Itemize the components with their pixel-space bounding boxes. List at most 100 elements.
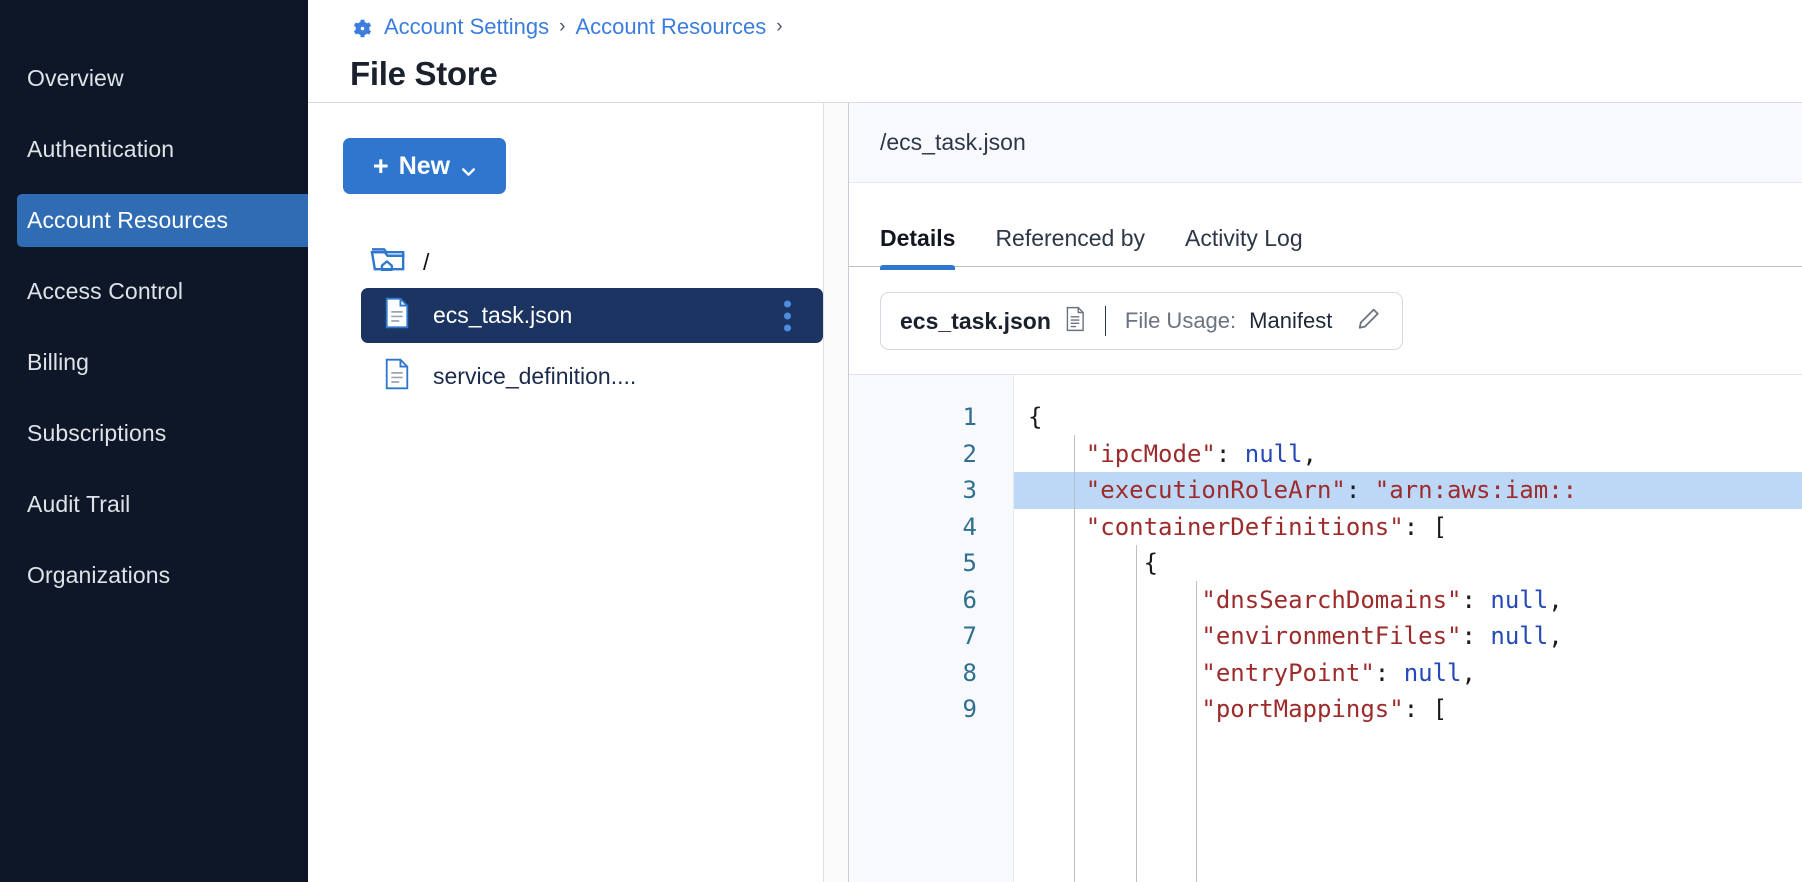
code-line[interactable]: "entryPoint": null,	[1014, 655, 1802, 692]
code-token: {	[1143, 549, 1159, 577]
code-line-number: 5	[962, 549, 977, 577]
file-name: service_definition....	[433, 363, 637, 389]
folder-home-icon	[369, 243, 409, 282]
detail-tabs: Details Referenced by Activity Log	[849, 183, 1802, 270]
code-line-number: 2	[962, 439, 977, 468]
code-line-number: 6	[962, 585, 977, 614]
breadcrumb: Account Settings › Account Resources ›	[350, 8, 1802, 46]
code-token: "arn:aws:iam::	[1374, 476, 1578, 504]
page-header: Account Settings › Account Resources › F…	[308, 0, 1802, 103]
code-token: "executionRoleArn"	[1085, 476, 1346, 504]
file-usage-pill: ecs_task.json File Usage: Manifest	[880, 292, 1404, 350]
content-row: + New	[308, 103, 1802, 882]
sidebar-item-account-resources[interactable]: Account Resources	[17, 194, 308, 247]
code-token: "environmentFiles"	[1201, 622, 1462, 650]
code-content[interactable]: { "ipcMode": null, "executionRoleArn": "…	[1014, 375, 1802, 882]
json-file-icon	[384, 297, 410, 334]
code-line-number: 9	[962, 695, 977, 723]
breadcrumb-separator: ›	[559, 16, 566, 37]
sidebar-item-label: Organizations	[27, 562, 171, 588]
code-token: : [	[1403, 512, 1448, 541]
code-token: ,	[1461, 658, 1476, 687]
code-token: : [	[1403, 695, 1448, 723]
json-file-icon	[384, 358, 410, 395]
code-token: ,	[1548, 622, 1563, 650]
code-token: :	[1345, 476, 1375, 504]
panel-splitter[interactable]	[823, 103, 849, 882]
code-line-number: 7	[962, 622, 977, 650]
code-viewer[interactable]: 1 2 3 4 5 6 7 8 9 { "ipcMode": null, "executionR…	[849, 374, 1802, 882]
new-button-label: New	[398, 151, 451, 180]
code-token: null	[1490, 622, 1549, 650]
code-line-number: 3	[962, 476, 977, 504]
file-row[interactable]: service_definition....	[361, 349, 823, 404]
breadcrumb-link-account-settings[interactable]: Account Settings	[384, 14, 550, 39]
tab-referenced-by[interactable]: Referenced by	[995, 225, 1146, 251]
sidebar-item-label: Account Resources	[27, 207, 229, 233]
code-line[interactable]: "executionRoleArn": "arn:aws:iam::	[1014, 472, 1802, 509]
code-token: ,	[1302, 439, 1317, 468]
main-region: Account Settings › Account Resources › F…	[308, 0, 1802, 882]
code-token: :	[1374, 658, 1404, 687]
usage-file-name: ecs_task.json	[900, 307, 1051, 334]
code-token: :	[1215, 439, 1245, 468]
code-line-numbers: 1 2 3 4 5 6 7 8 9	[849, 375, 1014, 882]
sidebar-item-organizations[interactable]: Organizations	[0, 549, 308, 602]
tab-activity-log[interactable]: Activity Log	[1185, 225, 1303, 251]
new-button[interactable]: + New	[343, 138, 506, 194]
code-line-number: 8	[962, 658, 977, 687]
code-token: null	[1244, 439, 1303, 468]
indent-guide	[1074, 435, 1075, 882]
tab-details[interactable]: Details	[880, 225, 956, 270]
code-token: null	[1403, 658, 1462, 687]
code-token: "dnsSearchDomains"	[1201, 585, 1462, 614]
code-line-number: 4	[962, 512, 977, 541]
tree-root-folder[interactable]: /	[336, 242, 823, 282]
code-line[interactable]: "portMappings": [	[1014, 691, 1802, 728]
code-token: {	[1028, 403, 1043, 431]
sidebar-item-subscriptions[interactable]: Subscriptions	[0, 407, 308, 460]
pencil-icon[interactable]	[1355, 305, 1383, 338]
kebab-menu-icon[interactable]	[784, 300, 791, 331]
code-line[interactable]: "ipcMode": null,	[1014, 436, 1802, 473]
code-token: null	[1490, 585, 1549, 614]
file-row[interactable]: ecs_task.json	[361, 288, 823, 343]
sidebar-item-label: Subscriptions	[27, 420, 167, 446]
sidebar-item-audit-trail[interactable]: Audit Trail	[0, 478, 308, 531]
file-tree-panel: + New	[308, 103, 823, 882]
sidebar-item-authentication[interactable]: Authentication	[0, 123, 308, 176]
plus-icon: +	[372, 150, 389, 181]
file-usage-row: ecs_task.json File Usage: Manifest	[849, 267, 1802, 350]
indent-guide	[1196, 581, 1197, 882]
chevron-down-icon	[460, 158, 476, 176]
indent-guide	[1136, 545, 1137, 882]
code-token: :	[1461, 585, 1491, 614]
usage-value: Manifest	[1249, 308, 1333, 333]
breadcrumb-link-account-resources[interactable]: Account Resources	[575, 14, 767, 39]
code-line[interactable]: {	[1014, 399, 1802, 436]
code-line[interactable]: "dnsSearchDomains": null,	[1014, 582, 1802, 619]
gear-icon	[350, 16, 375, 41]
usage-label: File Usage:	[1124, 308, 1237, 333]
code-token: "portMappings"	[1201, 695, 1404, 723]
sidebar-item-label: Audit Trail	[27, 491, 131, 517]
sidebar-item-label: Billing	[27, 349, 90, 375]
code-line[interactable]: "containerDefinitions": [	[1014, 509, 1802, 546]
sidebar-item-billing[interactable]: Billing	[0, 336, 308, 389]
tree-root-label: /	[423, 248, 430, 275]
document-icon	[1064, 306, 1086, 337]
sidebar-item-access-control[interactable]: Access Control	[0, 265, 308, 318]
sidebar-item-overview[interactable]: Overview	[0, 52, 308, 105]
breadcrumb-separator-trailing: ›	[776, 16, 783, 37]
file-name: ecs_task.json	[433, 302, 573, 328]
code-line[interactable]: "environmentFiles": null,	[1014, 618, 1802, 655]
usage-divider	[1104, 306, 1106, 336]
code-line[interactable]: {	[1014, 545, 1802, 582]
file-list: / ecs_task.json service_definition....	[336, 242, 823, 404]
code-line-number: 1	[962, 403, 977, 431]
code-token: "containerDefinitions"	[1085, 512, 1404, 541]
page-title: File Store	[350, 55, 498, 92]
code-token: :	[1461, 622, 1491, 650]
